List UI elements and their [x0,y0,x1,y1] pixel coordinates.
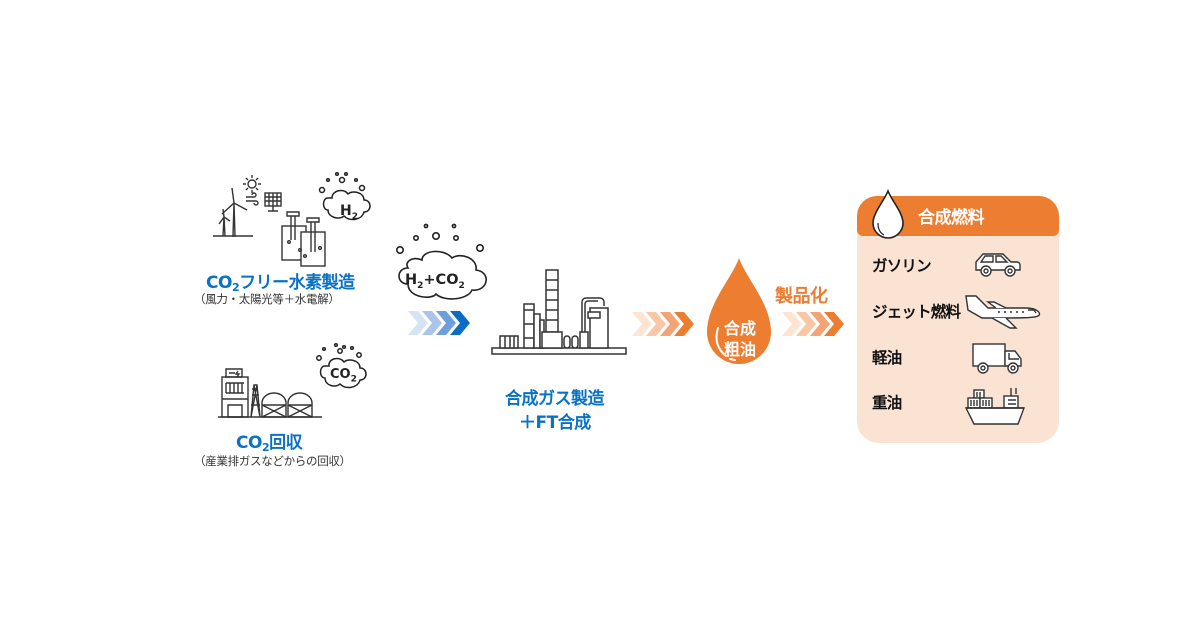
ship-icon [964,384,1028,430]
factory-building-icon [221,368,249,418]
pylon-icon [250,384,261,418]
crude-line2: 粗油 [723,340,756,359]
h2-cloud [318,170,382,230]
synthetic-crude-label: 合成 粗油 [719,318,761,360]
flow-arrow-blue-icon [408,309,472,337]
synthetic-fuel-title: 合成燃料 [918,208,985,228]
sun-icon [243,175,261,193]
synthetic-crude-drop-icon [704,256,774,368]
fuel-drop-icon [870,189,906,241]
h2-co2-label: H2+CO2 [405,272,465,291]
fuel-heavy-oil-label: 重油 [872,394,902,412]
co2-cloud-label: CO2 [330,367,357,385]
co2-capture-illustration [218,365,330,421]
co2-capture-subtitle: （産業排ガスなどからの回収） [194,454,351,468]
refinery-plant-icon [490,264,632,360]
wind-turbine-icon [213,187,253,237]
solar-panel-icon [264,192,282,212]
crude-line1: 合成 [723,319,756,338]
wind-icon [246,192,259,206]
co2-capture-title: CO2回収 [236,433,303,454]
car-icon [973,250,1023,278]
truck-icon [971,341,1025,375]
hydrogen-production-subtitle: （風力・太陽光等＋水電解） [194,292,340,306]
productization-label: 製品化 [775,286,828,307]
airplane-icon [962,292,1044,332]
renewable-energy-illustration [205,170,385,270]
electrolyzer-icon [281,211,326,267]
gas-tank-icon [261,392,313,418]
co2-cloud [316,342,376,394]
flow-arrow-orange-2-icon [782,310,846,338]
h2-cloud-label: H2 [340,203,358,222]
h2-co2-cloud [394,222,494,304]
fuel-gasoline-label: ガソリン [872,257,932,275]
flow-arrow-orange-icon [632,310,696,338]
fuel-jet-label: ジェット燃料 [872,303,961,321]
hydrogen-production-title: CO2フリー水素製造 [206,273,355,294]
process-title-line1: 合成ガス製造 [505,389,605,409]
process-title-line2: ＋FT合成 [519,413,591,433]
fuel-diesel-label: 軽油 [872,349,902,367]
